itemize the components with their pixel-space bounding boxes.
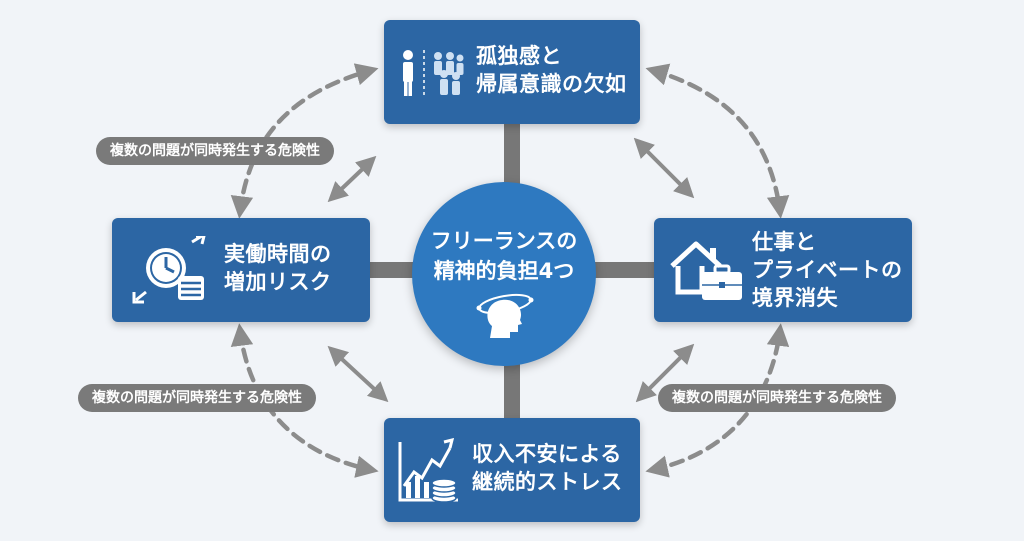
house-briefcase-icon xyxy=(670,241,742,300)
node-bottom: 収入不安による 継続的ストレス xyxy=(384,418,640,522)
head-orbit-icon xyxy=(476,293,534,338)
risk-pill-bottom-left: 複数の問題が同時発生する危険性 xyxy=(78,384,316,412)
connector-bottom xyxy=(504,358,520,424)
center-label: フリーランスの 精神的負担4つ xyxy=(430,229,578,283)
center-circle: フリーランスの 精神的負担4つ xyxy=(412,182,596,366)
double-arrow-bottom-left xyxy=(327,345,389,403)
node-top: 孤独感と 帰属意識の欠如 xyxy=(384,20,640,124)
node-right-label: 仕事と プライベートの 境界消失 xyxy=(752,230,903,310)
dashed-arrow-top-right xyxy=(645,63,790,219)
double-arrow-top-left xyxy=(327,155,377,203)
connector-top xyxy=(504,120,520,190)
dashed-arrow-bottom-right xyxy=(645,323,790,478)
person-vs-group-icon xyxy=(403,50,464,96)
dashed-arrow-bottom-left xyxy=(230,323,379,478)
node-bottom-label: 収入不安による 継続的ストレス xyxy=(472,442,623,494)
connector-left xyxy=(368,262,418,278)
double-arrow-top-right xyxy=(633,137,695,199)
clock-calendar-icon xyxy=(132,236,206,304)
connector-right xyxy=(590,262,660,278)
node-left: 実働時間の 増加リスク xyxy=(112,218,370,322)
risk-pill-top-left: 複数の問題が同時発生する危険性 xyxy=(96,137,334,165)
chart-coins-icon xyxy=(398,438,458,503)
risk-pill-bottom-right: 複数の問題が同時発生する危険性 xyxy=(658,384,896,412)
node-left-label: 実働時間の 増加リスク xyxy=(224,242,332,294)
node-top-label: 孤独感と 帰属意識の欠如 xyxy=(476,44,627,96)
node-right: 仕事と プライベートの 境界消失 xyxy=(654,218,912,322)
dashed-arrow-top-left xyxy=(230,63,379,219)
double-arrow-bottom-right xyxy=(635,343,695,403)
